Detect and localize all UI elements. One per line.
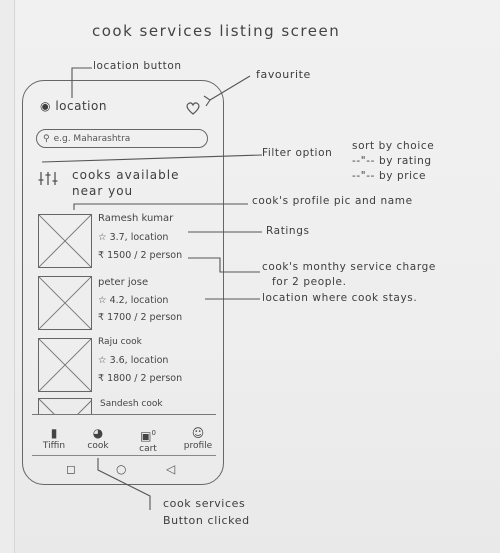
cooks-heading: cooks available near you [72, 167, 202, 199]
annotation-monthly-charge-line1: cook's monthy service charge [262, 261, 436, 273]
by-rating-text: by rating [378, 155, 432, 167]
favourite-button[interactable] [185, 100, 201, 116]
annotation-profile-pic-name: cook's profile pic and name [252, 195, 413, 207]
page-title: cook services listing screen [92, 22, 341, 40]
cook-rating: ☆ 4.2, location [98, 295, 169, 306]
star-icon: ☆ [98, 355, 107, 366]
annotation-cook-services-line2: Button clicked [163, 514, 250, 527]
location-pin-icon: ◉ [40, 99, 51, 113]
screen-divider [32, 414, 216, 415]
tab-label: Tiffin [42, 441, 66, 451]
heart-icon [186, 102, 200, 115]
cart-icon: ▣0 [140, 429, 156, 443]
annotation-favourite: favourite [256, 68, 311, 81]
tab-label: cart [139, 444, 157, 454]
cooks-heading-line2: near you [72, 184, 134, 198]
home-nav-icon[interactable]: ○ [116, 462, 127, 476]
tab-label: cook [87, 441, 109, 451]
cook-profile-pic[interactable] [38, 214, 92, 268]
cook-location: location [130, 232, 169, 243]
cook-rating: ☆ 3.6, location [98, 355, 169, 366]
tab-label: profile [183, 441, 213, 451]
image-placeholder-icon [39, 215, 91, 267]
image-placeholder-icon [39, 277, 91, 329]
annotation-ratings: Ratings [266, 225, 310, 237]
cook-profile-pic[interactable] [38, 338, 92, 392]
paper-sheet [14, 0, 500, 553]
cook-name[interactable]: Sandesh cook [100, 399, 163, 409]
filter-icon [38, 172, 58, 185]
cook-price: ₹ 1800 / 2 person [98, 373, 183, 384]
cook-name[interactable]: Ramesh kumar [98, 213, 174, 224]
filter-button[interactable] [38, 170, 60, 186]
tab-tiffin[interactable]: ▮ Tiffin [34, 427, 74, 451]
by-price-text: by price [378, 170, 427, 182]
image-placeholder-icon [39, 339, 91, 391]
search-input[interactable]: ⚲e.g. Maharashtra [36, 129, 208, 148]
tab-cart[interactable]: ▣0 cart [128, 427, 168, 454]
location-button[interactable]: ◉ location [40, 99, 107, 113]
cook-location: location [130, 355, 169, 366]
ditto-mark: --"-- [352, 170, 375, 182]
ditto-mark: --"-- [352, 155, 375, 167]
tab-profile[interactable]: ☺ profile [178, 427, 218, 451]
rating-value: 4.2 [109, 295, 125, 306]
cook-rating: ☆ 3.7, location [98, 232, 169, 243]
annotation-cook-services-line1: cook services [163, 497, 246, 510]
cook-price: ₹ 1500 / 2 person [98, 250, 183, 261]
annotation-filter-option: Filter option [262, 147, 333, 159]
recents-nav-icon[interactable]: ◻ [66, 462, 76, 476]
cook-price: ₹ 1700 / 2 person [98, 312, 183, 323]
cook-profile-pic[interactable] [38, 276, 92, 330]
annotation-by-rating: --"-- by rating [352, 155, 432, 167]
tiffin-icon: ▮ [50, 426, 58, 440]
search-icon: ⚲ [43, 134, 50, 144]
rating-value: 3.7 [109, 232, 125, 243]
tab-cook[interactable]: ◕ cook [78, 427, 118, 451]
back-nav-icon[interactable]: ◁ [166, 462, 176, 476]
image-placeholder-icon [39, 399, 91, 414]
cook-name[interactable]: Raju cook [98, 337, 142, 347]
cart-badge: 0 [151, 429, 156, 437]
annotation-monthly-charge-line2: for 2 people. [272, 276, 347, 288]
annotation-sort-by-choice: sort by choice [352, 140, 435, 152]
annotation-location-stays: location where cook stays. [262, 292, 418, 304]
cook-name[interactable]: peter jose [98, 277, 149, 288]
star-icon: ☆ [98, 232, 107, 243]
cook-icon: ◕ [92, 426, 104, 440]
tabbar-divider [32, 455, 216, 456]
cook-profile-pic[interactable] [38, 398, 92, 414]
rating-value: 3.6 [109, 355, 125, 366]
star-icon: ☆ [98, 295, 107, 306]
cooks-heading-line1: cooks available [72, 168, 180, 182]
annotation-by-price: --"-- by price [352, 170, 426, 182]
search-placeholder: e.g. Maharashtra [53, 134, 131, 144]
cook-location: location [130, 295, 169, 306]
annotation-location-button: location button [93, 60, 182, 72]
location-label: location [55, 99, 107, 113]
profile-icon: ☺ [191, 426, 205, 440]
